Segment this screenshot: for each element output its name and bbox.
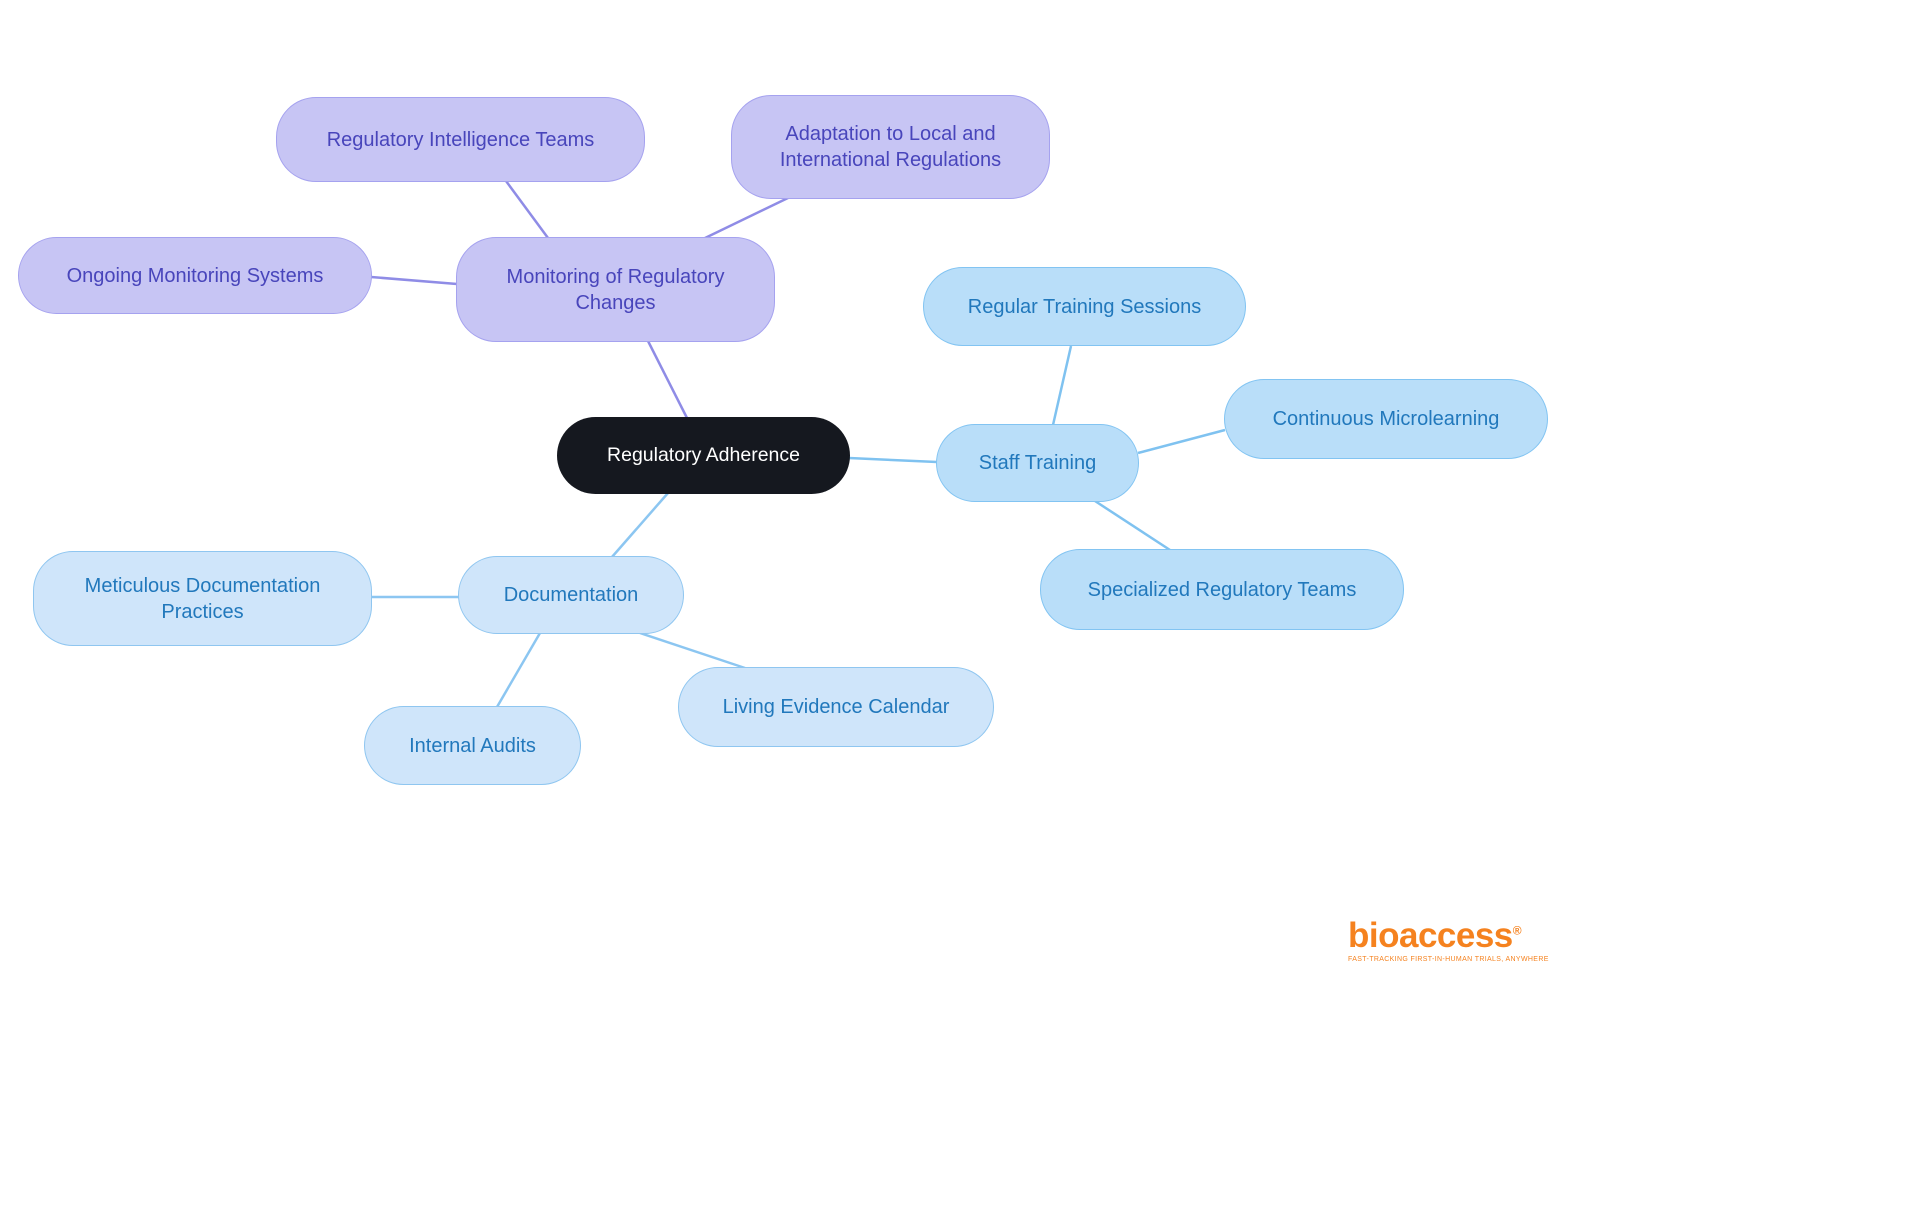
node-adaptation-to-regulations[interactable]: Adaptation to Local and International Re…: [731, 95, 1050, 199]
node-label: Regulatory Adherence: [607, 443, 800, 466]
edge-central-monitoring: [646, 340, 689, 419]
node-label: Living Evidence Calendar: [722, 696, 950, 718]
node-regulatory-adherence[interactable]: Regulatory Adherence: [557, 417, 850, 494]
node-documentation[interactable]: Documentation: [458, 556, 684, 634]
node-monitoring-of-regulatory-changes[interactable]: Monitoring of Regulatory Changes: [456, 237, 775, 342]
edge-staff-regular: [1051, 345, 1073, 426]
node-label: Staff Training: [978, 452, 1097, 474]
edge-documentation-internal: [495, 632, 542, 708]
bioaccess-logo: bioaccess® FAST-TRACKING FIRST-IN-HUMAN …: [1348, 918, 1549, 963]
node-label: Specialized Regulatory Teams: [1087, 578, 1357, 601]
edge-staff-microlearning: [1137, 428, 1226, 455]
node-staff-training[interactable]: Staff Training: [936, 424, 1139, 502]
node-label: Meticulous Documentation Practices: [84, 574, 321, 623]
node-regular-training-sessions[interactable]: Regular Training Sessions: [923, 267, 1246, 346]
node-label: Monitoring of Regulatory Changes: [506, 265, 725, 314]
node-label: Adaptation to Local and International Re…: [779, 123, 1002, 171]
node-label: Ongoing Monitoring Systems: [66, 264, 324, 287]
node-living-evidence-calendar[interactable]: Living Evidence Calendar: [678, 667, 994, 747]
edge-monitoring-ongoing: [370, 275, 458, 286]
edge-documentation-living: [639, 631, 746, 670]
edge-monitoring-adaptation: [702, 195, 791, 241]
node-label: Internal Audits: [409, 734, 536, 757]
edge-staff-specialized: [1094, 499, 1171, 552]
node-regulatory-intelligence-teams[interactable]: Regulatory Intelligence Teams: [276, 97, 645, 182]
node-meticulous-documentation-practices[interactable]: Meticulous Documentation Practices: [33, 551, 372, 646]
edge-central-staff-training: [848, 456, 938, 464]
node-ongoing-monitoring-systems[interactable]: Ongoing Monitoring Systems: [18, 237, 372, 314]
registered-trademark-symbol: ®: [1512, 923, 1522, 938]
edge-central-documentation: [611, 492, 669, 558]
bioaccess-wordmark: bioaccess®: [1348, 918, 1528, 953]
bioaccess-wordmark-text: bioaccess: [1348, 916, 1513, 955]
node-label: Continuous Microlearning: [1272, 408, 1500, 430]
node-specialized-regulatory-teams[interactable]: Specialized Regulatory Teams: [1040, 549, 1404, 630]
bioaccess-tagline: FAST-TRACKING FIRST-IN-HUMAN TRIALS, ANY…: [1348, 956, 1549, 963]
node-label: Regular Training Sessions: [967, 295, 1202, 318]
node-continuous-microlearning[interactable]: Continuous Microlearning: [1224, 379, 1548, 459]
node-label: Regulatory Intelligence Teams: [326, 128, 595, 151]
node-label: Documentation: [503, 584, 639, 606]
node-internal-audits[interactable]: Internal Audits: [364, 706, 581, 785]
edge-monitoring-intelligence: [504, 180, 550, 239]
